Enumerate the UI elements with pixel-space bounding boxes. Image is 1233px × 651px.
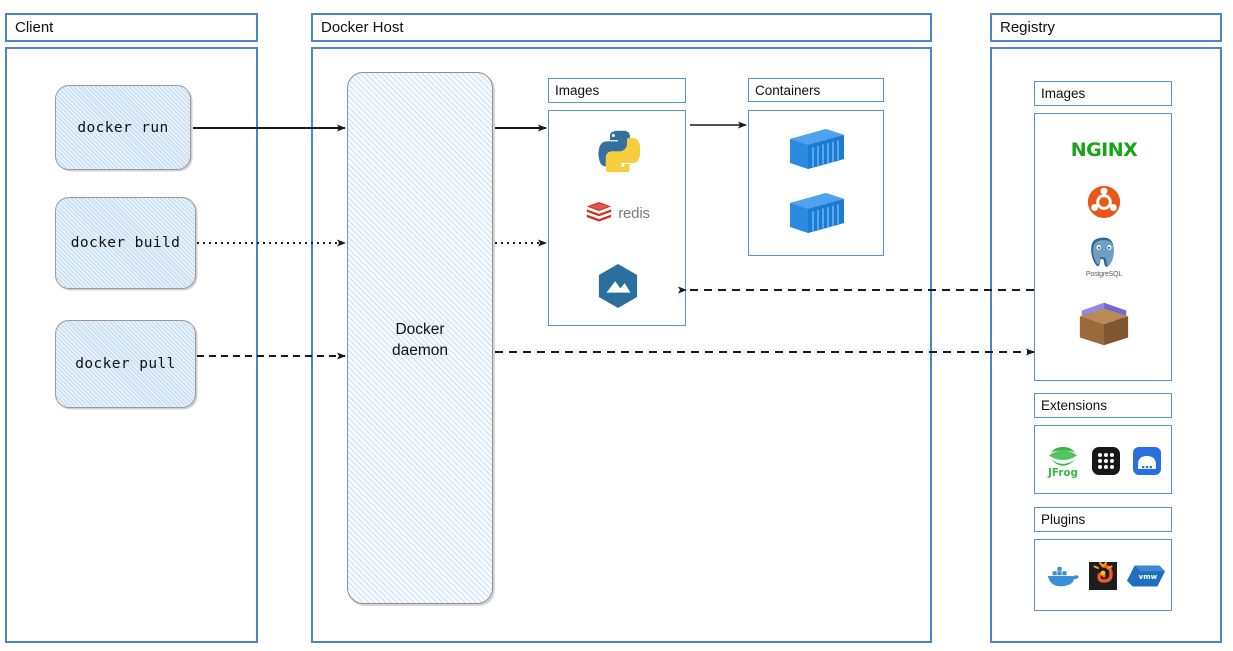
nginx-wordmark: NGINX [1070,139,1138,161]
panel-label-registry-extensions: Extensions [1041,398,1108,413]
container-icon [749,121,885,177]
panel-title-registry-images: Images [1034,81,1172,106]
python-logo [549,123,687,177]
redis-wordmark: redis [618,204,650,222]
panel-title-registry-plugins: Plugins [1034,507,1172,532]
svg-text:JFrog: JFrog [1047,467,1078,478]
container-icon [749,185,885,241]
nginx-logo: NGINX [1035,136,1173,164]
panel-body-host-containers [748,110,884,256]
panel-body-registry-extensions: JFrog [1034,425,1172,494]
panel-label-registry-plugins: Plugins [1041,512,1086,527]
grid-app-icon [1091,446,1121,476]
panel-label-host-containers: Containers [755,82,821,98]
command-box-docker-run[interactable]: docker run [55,85,191,170]
panel-title-registry-extensions: Extensions [1034,393,1172,418]
zone-title-docker-host: Docker Host [311,13,932,42]
zone-label-client: Client [15,19,54,36]
command-label-docker-run: docker run [77,119,169,136]
zone-title-registry: Registry [990,13,1222,42]
docker-daemon-label-line2: daemon [391,342,448,359]
panel-label-registry-images: Images [1041,86,1086,101]
disk-app-icon [1132,446,1162,476]
redis-logo: redis [549,193,687,233]
mobi-logo [549,261,687,311]
panel-title-host-containers: Containers [748,78,884,102]
ubuntu-logo [1035,182,1173,222]
zone-title-client: Client [5,13,258,42]
package-box-icon [1035,292,1173,354]
docker-daemon-label-line1: Docker [395,321,445,338]
panel-title-host-images: Images [548,78,686,103]
panel-body-registry-plugins: vmw [1034,539,1172,611]
command-box-docker-build[interactable]: docker build [55,197,196,289]
jfrog-logo: JFrog [1046,442,1080,480]
command-box-docker-pull[interactable]: docker pull [55,320,196,408]
command-label-docker-pull: docker pull [75,356,176,372]
panel-body-registry-images: NGINX Post [1034,113,1172,381]
vmware-logo: vmw [1126,561,1165,591]
svg-text:vmw: vmw [1138,572,1157,581]
docker-daemon-box[interactable]: Docker daemon [347,72,493,604]
command-label-docker-build: docker build [70,235,181,251]
grafana-logo [1088,561,1118,591]
zone-label-registry: Registry [1000,19,1056,36]
panel-body-host-images: redis [548,110,686,326]
docker-whale-icon [1044,561,1080,591]
postgresql-wordmark: PostgreSQL [1085,271,1123,278]
zone-label-docker-host: Docker Host [321,19,404,36]
panel-label-host-images: Images [555,83,600,98]
postgresql-logo: PostgreSQL [1035,232,1173,282]
